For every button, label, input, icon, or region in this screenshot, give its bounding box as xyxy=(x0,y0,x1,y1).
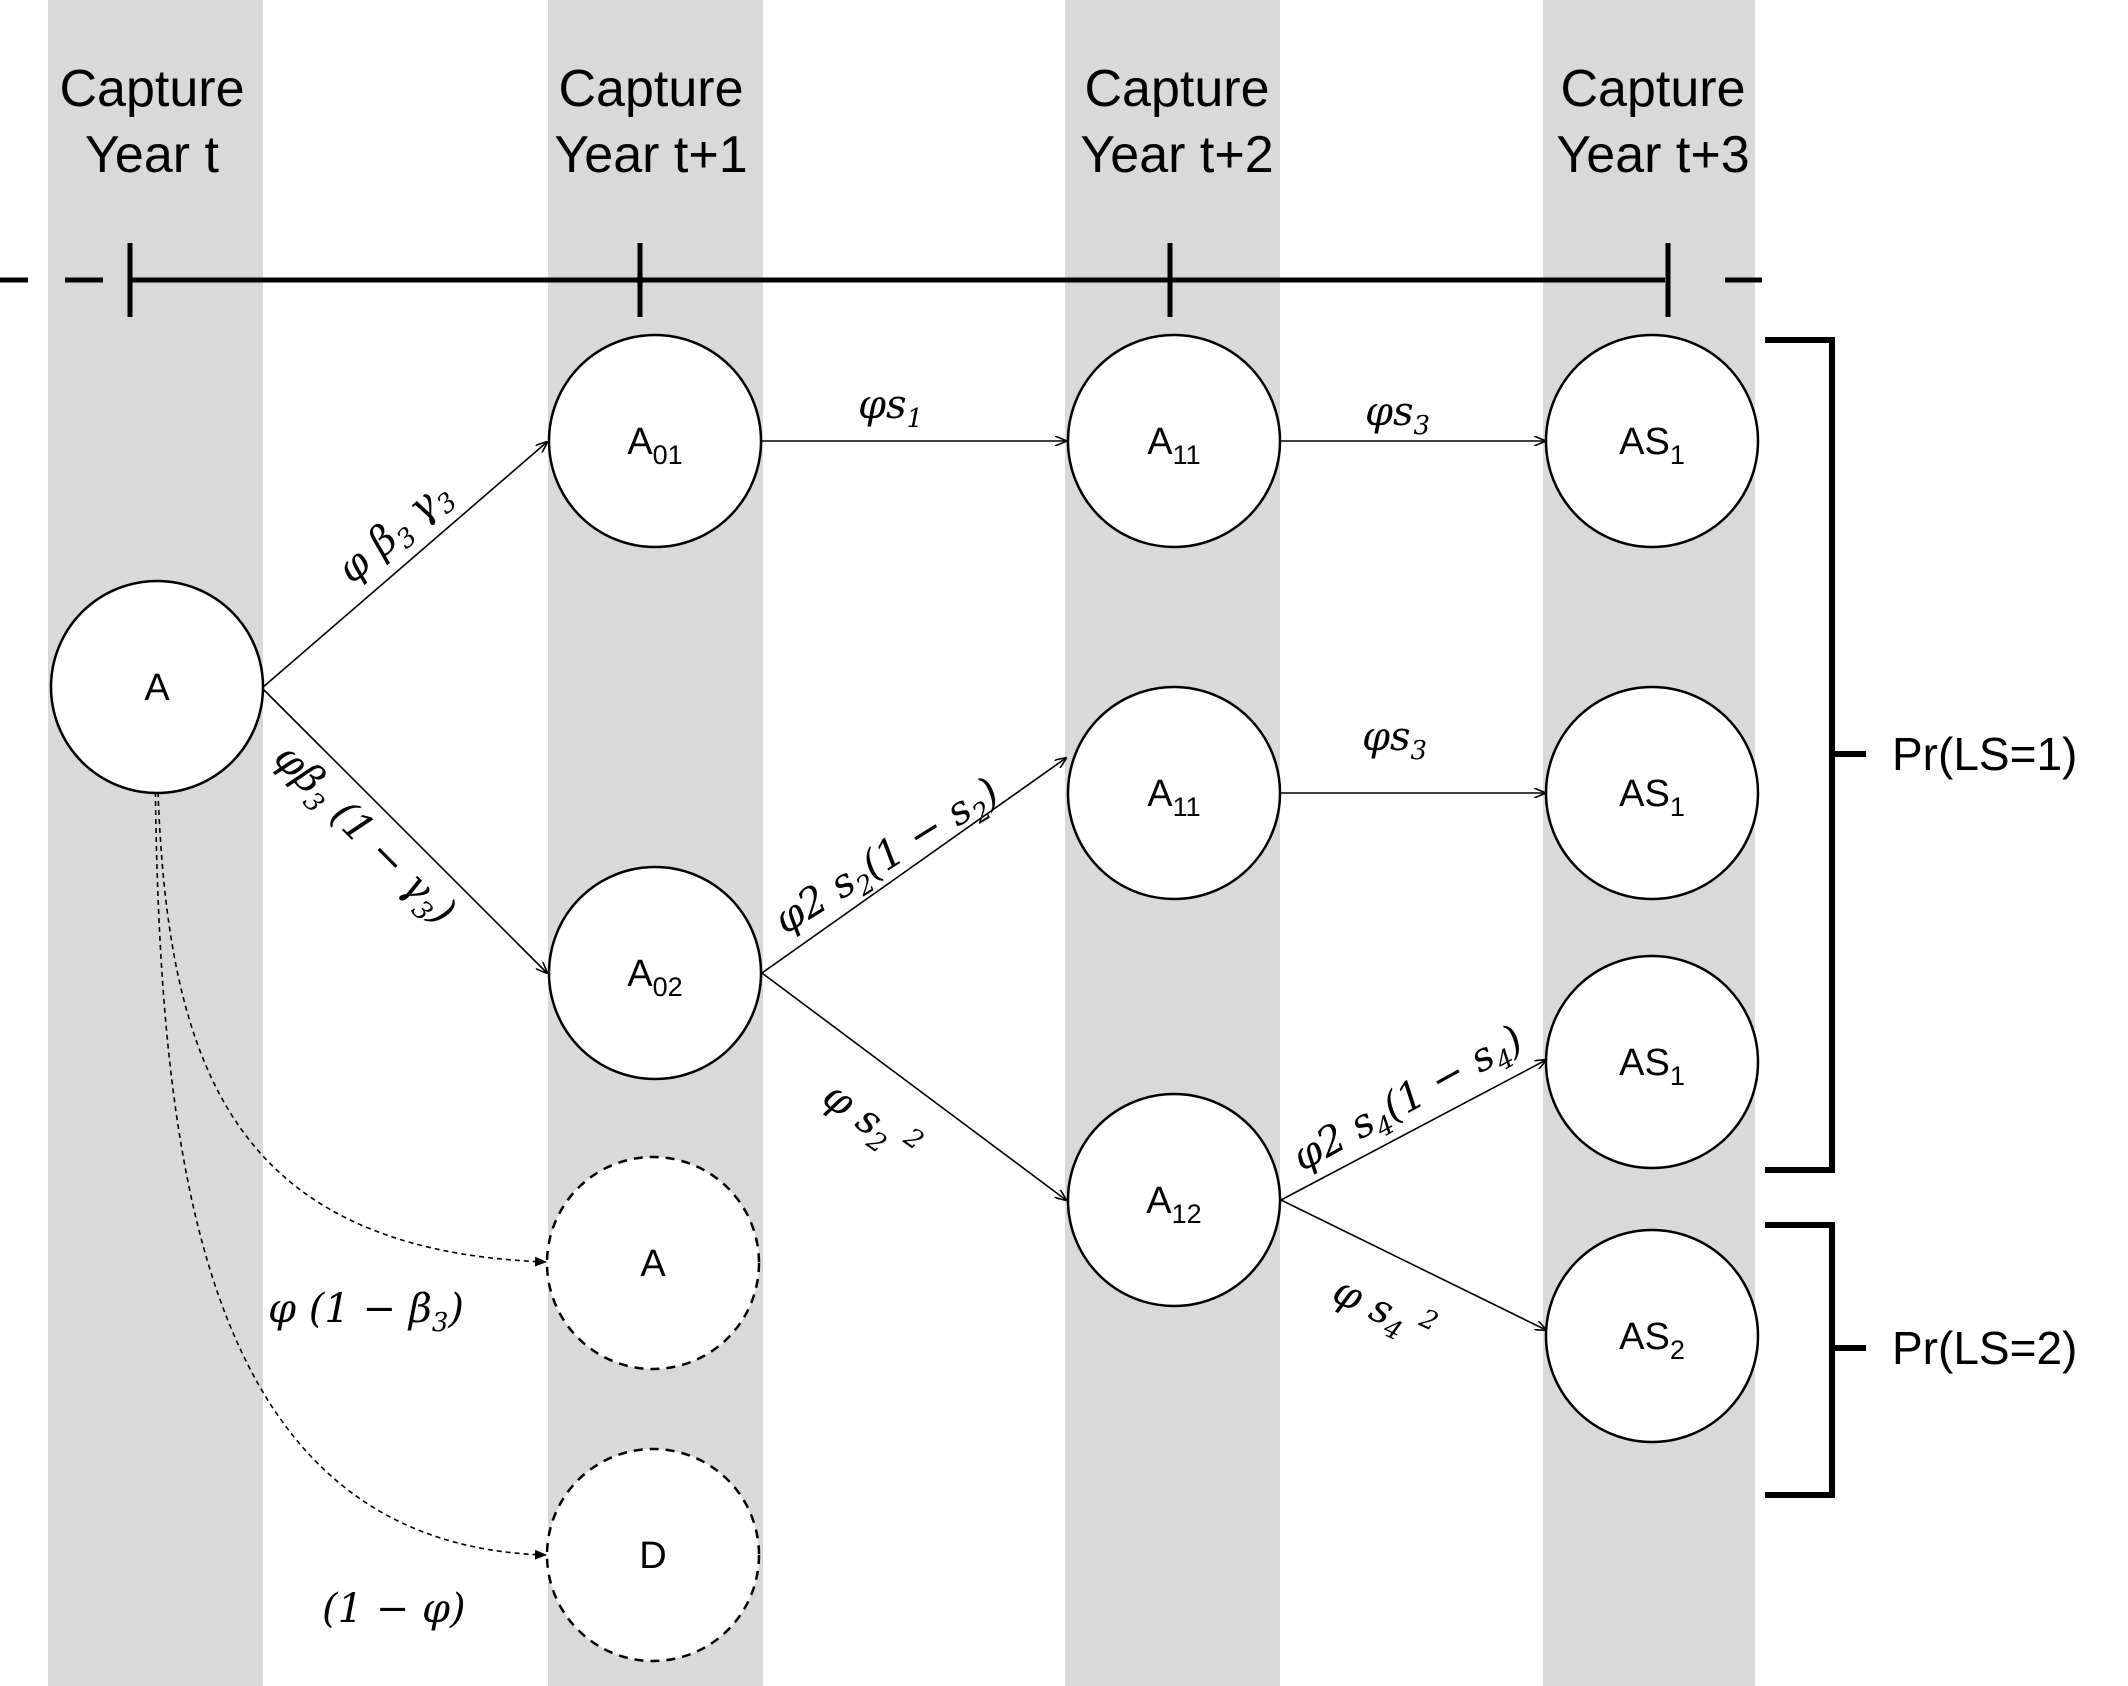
node-subscript: 01 xyxy=(653,440,683,470)
column-title-line1: Capture xyxy=(1561,60,1746,118)
edge-label-a11-to-as1-top: φs3 xyxy=(1365,389,1430,441)
node-a01: A01 xyxy=(547,333,763,549)
svg-text:D: D xyxy=(639,1535,666,1577)
svg-text:A11: A11 xyxy=(1147,773,1200,822)
edge-label-a-to-skip: φ (1 − β3) xyxy=(268,1286,464,1338)
column-title-line1: Capture xyxy=(60,60,245,118)
edge-a-to-a-skip xyxy=(156,755,547,1267)
edge-label-a01-to-a11: φs1 xyxy=(858,382,923,434)
edge-label-a-to-a01: φ β3 γ3 xyxy=(328,470,463,597)
column-band-year-t1 xyxy=(548,0,763,1686)
node-label: A xyxy=(1147,421,1173,463)
bracket-ls2 xyxy=(1765,1222,1835,1498)
edge-a12-to-as2 xyxy=(1280,1199,1546,1330)
node-label: A xyxy=(144,667,170,709)
node-as1-top: AS1 xyxy=(1544,333,1760,549)
node-d: D xyxy=(545,1447,761,1663)
edge-label-a-to-d: (1 − φ) xyxy=(322,1586,466,1632)
node-as1-mid: AS1 xyxy=(1544,685,1760,901)
node-label: A xyxy=(640,1243,666,1285)
node-a-start: A xyxy=(49,579,265,795)
column-title-line2: Year t+3 xyxy=(1556,126,1749,184)
svg-text:AS1: AS1 xyxy=(1619,1042,1685,1091)
column-title-line2: Year t+1 xyxy=(554,126,747,184)
node-subscript: 2 xyxy=(1670,1335,1685,1365)
node-subscript: 1 xyxy=(1670,792,1685,822)
bracket-label-ls1: Pr(LS=1) xyxy=(1892,728,2077,780)
svg-text:A01: A01 xyxy=(627,421,682,470)
edge-a02-to-a12 xyxy=(761,972,1066,1200)
bracket-ls1 xyxy=(1765,337,1835,1173)
column-title-line1: Capture xyxy=(559,60,744,118)
node-subscript: 02 xyxy=(653,972,683,1002)
edge-label-a02-to-a11: φ2 s2(1 − s2) xyxy=(766,769,1011,949)
node-label: A xyxy=(627,953,653,995)
bracket-label-ls2: Pr(LS=2) xyxy=(1892,1322,2077,1374)
node-as2: AS2 xyxy=(1544,1228,1760,1444)
node-a11-top: A11 xyxy=(1066,333,1282,549)
edge-a02-to-a11 xyxy=(761,758,1066,974)
svg-text:A: A xyxy=(640,1243,666,1285)
column-title-line2: Year t xyxy=(85,126,220,184)
edge-label-a11-to-as1-mid: φs3 xyxy=(1362,714,1427,766)
svg-text:A12: A12 xyxy=(1146,1180,1201,1229)
svg-text:AS2: AS2 xyxy=(1619,1316,1685,1365)
node-a11-mid: A11 xyxy=(1066,685,1282,901)
node-subscript: 11 xyxy=(1173,440,1201,470)
node-label: AS xyxy=(1619,421,1670,463)
column-title-line1: Capture xyxy=(1085,60,1270,118)
node-label: AS xyxy=(1619,1316,1670,1358)
timeline xyxy=(0,243,1762,317)
node-label: A xyxy=(1146,1180,1172,1222)
node-subscript: 11 xyxy=(1173,792,1201,822)
edge-a-to-d xyxy=(154,755,547,1560)
svg-text:A: A xyxy=(144,667,170,709)
node-label: A xyxy=(627,421,653,463)
node-as1-low: AS1 xyxy=(1544,954,1760,1170)
edge-a-to-a02 xyxy=(261,687,547,973)
svg-text:A11: A11 xyxy=(1147,421,1200,470)
node-subscript: 1 xyxy=(1670,440,1685,470)
node-label: AS xyxy=(1619,773,1670,815)
node-label: D xyxy=(639,1535,666,1577)
svg-text:A02: A02 xyxy=(627,953,682,1002)
edge-label-a12-to-as1-low: φ2 s4(1 − s4) xyxy=(1285,1016,1534,1186)
svg-text:AS1: AS1 xyxy=(1619,773,1685,822)
edge-a12-to-as1 xyxy=(1280,1060,1546,1201)
node-label: AS xyxy=(1619,1042,1670,1084)
node-subscript: 12 xyxy=(1172,1199,1202,1229)
edge-label-a-to-a02: φβ3 (1 − γ3) xyxy=(261,735,465,939)
svg-text:AS1: AS1 xyxy=(1619,421,1685,470)
node-subscript: 1 xyxy=(1670,1061,1685,1091)
node-a12: A12 xyxy=(1066,1092,1282,1308)
node-label: A xyxy=(1147,773,1173,815)
edge-a-to-a01 xyxy=(261,442,547,689)
node-a02: A02 xyxy=(547,865,763,1081)
column-title-line2: Year t+2 xyxy=(1080,126,1273,184)
node-a-skip: A xyxy=(545,1155,761,1371)
column-band-year-t xyxy=(48,0,263,1686)
